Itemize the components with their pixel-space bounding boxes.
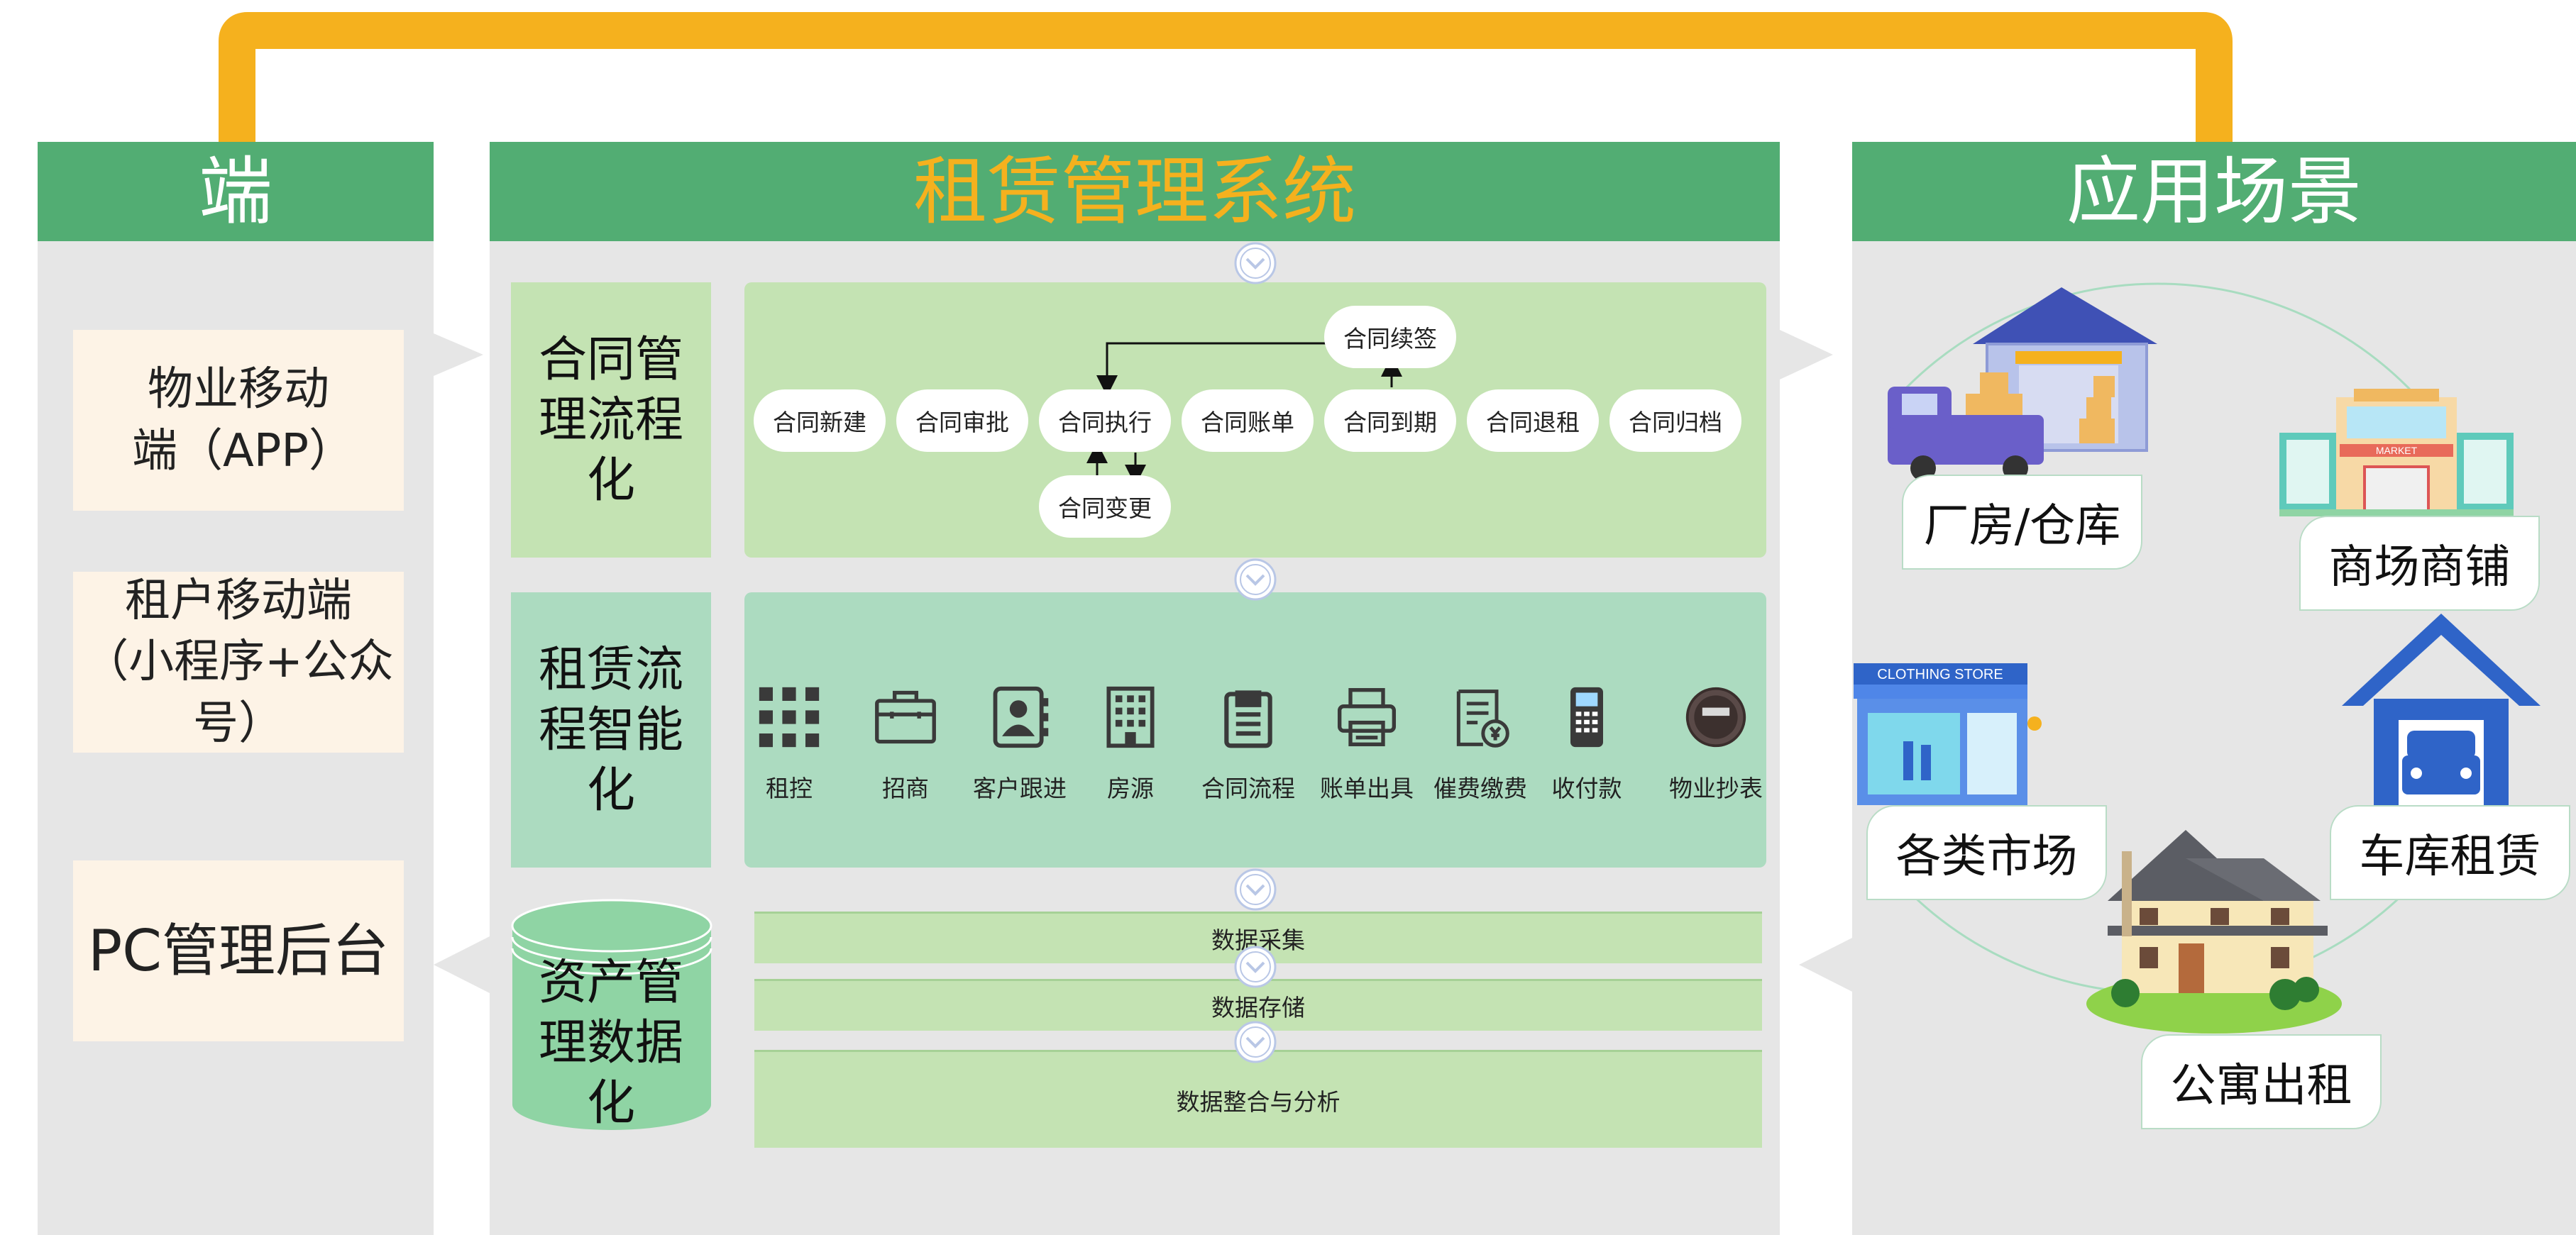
arrow-right-top: [434, 333, 483, 376]
invoice-icon: [1456, 690, 1509, 748]
card-label: 物业移动端（APP）: [132, 363, 354, 477]
tool-contract-process[interactable]: 合同流程: [1188, 677, 1309, 819]
grid-icon: [759, 687, 820, 748]
arrow-left-bottom: [434, 936, 490, 993]
meter-icon: [1685, 687, 1746, 748]
chevron-down-icon: [1234, 242, 1277, 284]
scene-label: 车库租赁: [2359, 831, 2541, 883]
chevron-down-icon: [1234, 946, 1277, 988]
tool-payment[interactable]: 收付款: [1526, 677, 1647, 819]
contract-flow-connectors: [1086, 342, 1402, 486]
card-label: PC管理后台: [87, 917, 390, 984]
tool-meter-reading[interactable]: 物业抄表: [1656, 677, 1776, 819]
arrow-right-top-2: [1780, 330, 1833, 380]
tool-label: 合同流程: [1201, 775, 1295, 802]
row2-label: 租赁流程智能化: [538, 641, 683, 819]
database-cylinder: [511, 899, 712, 1130]
tool-leasing[interactable]: 招商: [845, 677, 966, 819]
scene-markets[interactable]: 各类市场: [1866, 805, 2107, 900]
scene-mall-shops[interactable]: 商场商铺: [2299, 516, 2540, 611]
tool-label: 物业抄表: [1669, 775, 1763, 802]
arrow-left-bottom-2: [1799, 936, 1855, 993]
tool-housing[interactable]: 房源: [1070, 677, 1191, 819]
step-renew[interactable]: 合同续签: [1324, 306, 1456, 368]
right-title: 应用场景: [2066, 148, 2362, 235]
tool-label: 招商: [882, 775, 929, 802]
building-icon: [1106, 686, 1155, 748]
chevron-down-icon: [1234, 1021, 1277, 1063]
tool-fee-collection[interactable]: 催费缴费: [1420, 677, 1541, 819]
market-sign-text: MARKET: [2376, 445, 2418, 456]
step-expire[interactable]: 合同到期: [1324, 389, 1456, 452]
tool-label: 催费缴费: [1433, 775, 1527, 802]
scene-apartment-rental[interactable]: 公寓出租: [2141, 1034, 2382, 1129]
clipboard-icon: [1224, 690, 1272, 748]
clothing-store-icon: CLOTHING STORE: [1854, 663, 2042, 805]
card-pc-admin[interactable]: PC管理后台: [73, 860, 404, 1041]
warehouse-truck-icon: [1888, 287, 2157, 481]
lease-process-label-box: 租赁流程智能化: [511, 592, 711, 868]
step-bill[interactable]: 合同账单: [1182, 389, 1314, 452]
left-title: 端: [198, 148, 273, 235]
contract-management-label-box: 合同管理流程化: [511, 282, 711, 558]
scene-factory-warehouse[interactable]: 厂房/仓库: [1902, 475, 2142, 570]
briefcase-icon: [875, 690, 936, 744]
chevron-down-icon: [1234, 868, 1277, 911]
right-header: 应用场景: [1852, 142, 2576, 241]
scene-label: 厂房/仓库: [1923, 500, 2121, 553]
contact-book-icon: [993, 686, 1049, 748]
house-icon: [2086, 830, 2342, 1034]
layer-label: 数据存储: [1211, 994, 1305, 1021]
step-execute[interactable]: 合同执行: [1039, 389, 1171, 452]
card-tenant-mobile[interactable]: 租户移动端（小程序+公众号）: [73, 572, 404, 753]
shopping-mall-icon: MARKET: [2279, 389, 2514, 516]
pos-terminal-icon: [1570, 687, 1603, 748]
step-new[interactable]: 合同新建: [754, 389, 886, 452]
left-header: 端: [38, 142, 434, 241]
chevron-down-icon: [1234, 558, 1277, 601]
card-property-app[interactable]: 物业移动端（APP）: [73, 330, 404, 511]
printer-icon: [1337, 687, 1397, 747]
store-sign-text: CLOTHING STORE: [1877, 667, 2003, 682]
center-header: 租赁管理系统: [490, 142, 1780, 241]
step-change[interactable]: 合同变更: [1039, 475, 1171, 538]
step-approve[interactable]: 合同审批: [896, 389, 1028, 452]
top-connector-line: [219, 12, 2233, 145]
tool-label: 租控: [766, 775, 813, 802]
scene-label: 商场商铺: [2328, 541, 2511, 594]
scene-label: 各类市场: [1895, 831, 2078, 883]
tool-label: 账单出具: [1320, 775, 1414, 802]
row1-label: 合同管理流程化: [538, 331, 683, 509]
tool-billing[interactable]: 账单出具: [1306, 677, 1427, 819]
card-label: 租户移动端（小程序+公众号）: [83, 574, 394, 750]
layer-label: 数据整合与分析: [1176, 1087, 1341, 1116]
step-terminate[interactable]: 合同退租: [1467, 389, 1599, 452]
row3-label: 资产管理数据化: [538, 954, 683, 1131]
tool-rent-control[interactable]: 租控: [729, 677, 849, 819]
scene-garage-rental[interactable]: 车库租赁: [2330, 805, 2570, 900]
tool-customer[interactable]: 客户跟进: [959, 677, 1080, 819]
asset-management-label: 资产管理数据化: [511, 955, 711, 1131]
tool-label: 房源: [1107, 775, 1154, 802]
center-title: 租赁管理系统: [913, 148, 1356, 235]
tool-label: 客户跟进: [973, 775, 1067, 802]
garage-icon: [2342, 614, 2541, 805]
scene-label: 公寓出租: [2170, 1060, 2352, 1112]
step-archive[interactable]: 合同归档: [1609, 389, 1741, 452]
tool-label: 收付款: [1551, 775, 1622, 802]
layer-data-analysis[interactable]: 数据整合与分析: [754, 1050, 1762, 1148]
